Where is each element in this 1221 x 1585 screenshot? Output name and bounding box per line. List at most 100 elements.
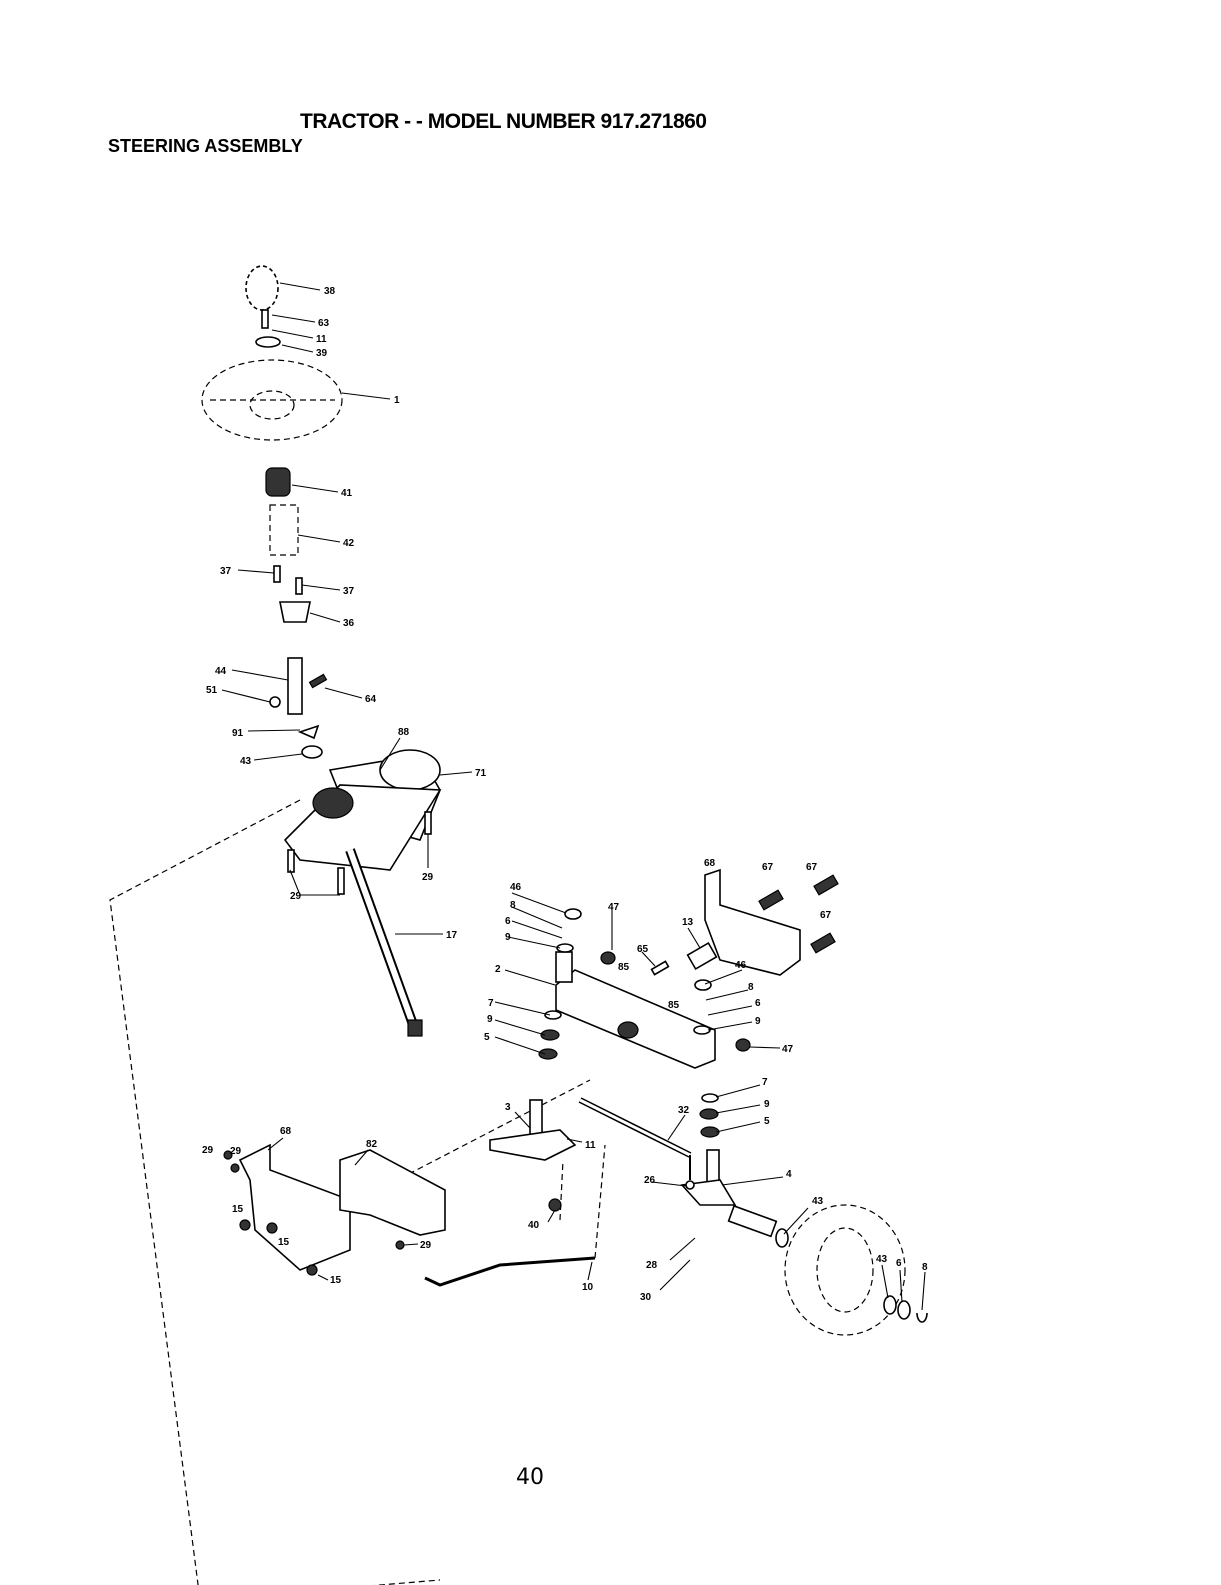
bolt-67c — [811, 933, 835, 953]
callout-6-left: 6 — [505, 916, 511, 927]
washer-9-right — [694, 1026, 710, 1034]
callout-5-left: 5 — [484, 1032, 490, 1043]
washer-7-right — [702, 1094, 718, 1102]
callout-26: 26 — [644, 1175, 656, 1186]
callout-41: 41 — [341, 488, 353, 499]
callout-63: 63 — [318, 318, 330, 329]
callout-29c: 29 — [230, 1146, 242, 1157]
pinion-gear — [313, 788, 353, 818]
callout-4: 4 — [786, 1169, 792, 1180]
callout-8-right: 8 — [748, 982, 754, 993]
nut-47-left — [601, 952, 615, 964]
drag-link-end — [408, 1020, 422, 1036]
callout-67c: 67 — [820, 910, 832, 921]
nut-15b — [267, 1223, 277, 1233]
callout-51: 51 — [206, 685, 218, 696]
callout-67a: 67 — [762, 862, 774, 873]
front-wheel — [785, 1205, 905, 1335]
callout-68-right: 68 — [704, 858, 716, 869]
spindle-bushing-left — [556, 952, 572, 982]
washer — [256, 337, 280, 347]
washer-7-left — [545, 1011, 561, 1019]
callout-46-left: 46 — [510, 882, 522, 893]
callout-13: 13 — [682, 917, 694, 928]
callout-29a: 29 — [422, 872, 434, 883]
callout-7-left: 7 — [488, 998, 494, 1009]
callout-88: 88 — [398, 727, 410, 738]
nut-15c — [307, 1265, 317, 1275]
bolt-37b — [296, 578, 302, 594]
callout-9-right-low: 9 — [764, 1099, 770, 1110]
callout-43: 43 — [240, 756, 252, 767]
callout-43-outer: 43 — [876, 1254, 888, 1265]
callout-29-left: 29 — [202, 1145, 214, 1156]
pin-65 — [652, 961, 669, 974]
callout-10: 10 — [582, 1282, 594, 1293]
cap-46-left — [565, 909, 581, 919]
callout-9-right: 9 — [755, 1016, 761, 1027]
bearing-9-right — [700, 1109, 718, 1119]
bolt-67a — [759, 890, 783, 910]
bolt-67b — [814, 875, 838, 895]
callout-85a: 85 — [618, 962, 630, 973]
callout-68-left: 68 — [280, 1126, 292, 1137]
callout-38: 38 — [324, 286, 336, 297]
washer-43 — [302, 746, 322, 758]
bolt-37a — [274, 566, 280, 582]
callout-15c: 15 — [330, 1275, 342, 1286]
callout-46-right: 46 — [735, 960, 747, 971]
callout-17: 17 — [446, 930, 458, 941]
bolt-29-left-2 — [231, 1164, 239, 1172]
axle-bracket-68 — [705, 870, 800, 975]
callout-9-left-low: 9 — [487, 1014, 493, 1025]
bushing-36 — [280, 602, 310, 622]
spindle-arm-3 — [490, 1130, 575, 1160]
callout-37a: 37 — [220, 566, 232, 577]
callout-6-right: 6 — [755, 998, 761, 1009]
callout-3: 3 — [505, 1102, 511, 1113]
bolt-29b — [338, 868, 344, 894]
callout-67b: 67 — [806, 862, 818, 873]
callout-71: 71 — [475, 768, 487, 779]
callout-6-outer: 6 — [896, 1258, 902, 1269]
callout-43-wheel: 43 — [812, 1196, 824, 1207]
spacer-13 — [688, 943, 717, 969]
callout-47-left: 47 — [608, 902, 620, 913]
front-axle-2 — [556, 970, 715, 1068]
callout-7-right: 7 — [762, 1077, 768, 1088]
drag-link-10 — [425, 1258, 595, 1285]
callout-15b: 15 — [278, 1237, 290, 1248]
steering-plate-71 — [285, 785, 440, 870]
nut-40 — [549, 1199, 561, 1211]
callout-9-left: 9 — [505, 932, 511, 943]
callout-11: 11 — [316, 334, 327, 345]
callout-8-left: 8 — [510, 900, 516, 911]
callout-5-right: 5 — [764, 1116, 770, 1127]
callout-29-bottom: 29 — [420, 1240, 432, 1251]
nut-47-right — [736, 1039, 750, 1051]
callout-11-low: 11 — [585, 1140, 596, 1151]
steering-shaft — [288, 658, 302, 714]
callout-42: 42 — [343, 538, 355, 549]
steering-wheel-hub — [250, 391, 294, 419]
washer-43-outer — [884, 1296, 896, 1314]
nut-51 — [270, 697, 280, 707]
callout-2: 2 — [495, 964, 501, 975]
callout-64: 64 — [365, 694, 377, 705]
callout-15a: 15 — [232, 1204, 244, 1215]
clip-91 — [300, 726, 318, 738]
bolt-26 — [686, 1181, 694, 1189]
callout-85b: 85 — [668, 1000, 680, 1011]
bearing-5-left — [539, 1049, 557, 1059]
callout-40: 40 — [528, 1220, 540, 1231]
steering-adapter — [266, 468, 290, 496]
bolt-64 — [310, 674, 327, 687]
bolt-29a — [288, 850, 294, 872]
page-number: 40 — [516, 1465, 544, 1490]
bolt-29-bottom — [396, 1241, 404, 1249]
callout-1: 1 — [394, 395, 400, 406]
callout-32: 32 — [678, 1105, 690, 1116]
washer-6-outer — [898, 1301, 910, 1319]
callout-91: 91 — [232, 728, 244, 739]
callout-30: 30 — [640, 1292, 652, 1303]
